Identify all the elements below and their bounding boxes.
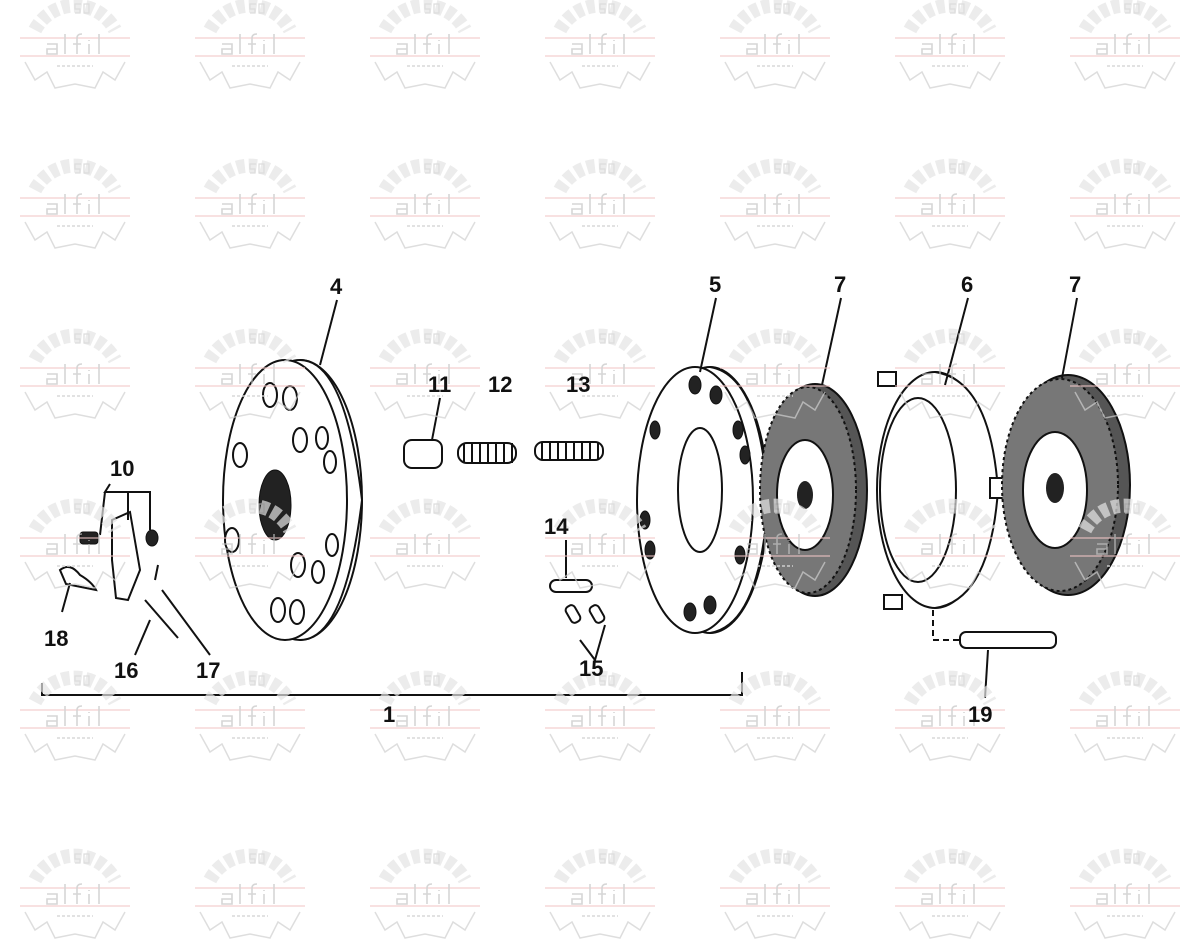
callout-18: 18 [44,626,68,651]
alfil-watermark-logo [370,328,480,419]
alfil-watermark-logo [20,0,130,89]
part-7-friction-disc-b [1001,374,1131,596]
callout-19: 19 [968,702,992,727]
alfil-watermark-logo [720,848,830,939]
alfil-watermark-logo [195,848,305,939]
alfil-watermark-logo [545,670,655,761]
part-6-intermediate-ring [876,371,1007,610]
callout-17: 17 [196,658,220,683]
callout-7b: 7 [1069,272,1081,297]
callout-10: 10 [110,456,134,481]
alfil-watermark-logo [720,0,830,89]
callout-4: 4 [330,274,343,299]
alfil-watermark-logo [20,158,130,249]
part-19-pin [932,610,1057,649]
alfil-watermark-logo [545,158,655,249]
alfil-watermark-logo [20,670,130,761]
alfil-watermark-logo [370,848,480,939]
alfil-watermark-logo [1070,670,1180,761]
alfil-watermark-logo [195,158,305,249]
alfil-watermark-logo [720,158,830,249]
callout-16: 16 [114,658,138,683]
callout-1: 1 [383,702,395,727]
alfil-watermark-logo [1070,0,1180,89]
alfil-watermark-logo [1070,848,1180,939]
callout-5: 5 [709,272,721,297]
alfil-watermark-logo [20,848,130,939]
alfil-watermark-logo [720,670,830,761]
part-11-cap [403,439,443,469]
callout-14: 14 [544,514,569,539]
part-14-15-pins [549,579,606,624]
alfil-watermark-logo [545,0,655,89]
alfil-watermark-logo [370,498,480,589]
callout-12: 12 [488,372,512,397]
callout-7a: 7 [834,272,846,297]
alfil-watermark-logo [545,328,655,419]
alfil-watermark-logo [1070,158,1180,249]
callout-6: 6 [961,272,973,297]
alfil-watermark-logo [895,158,1005,249]
part-13-spring [534,441,604,461]
alfil-watermark-logo [545,848,655,939]
alfil-watermark-logo [370,0,480,89]
parts-small-levers [58,510,179,639]
part-7-friction-disc-a [759,383,868,597]
callout-11: 11 [428,372,451,397]
part-5-center-plate [636,366,770,634]
alfil-watermark-logo [195,0,305,89]
alfil-watermark-logo [895,848,1005,939]
callout-15: 15 [579,656,603,681]
alfil-watermark-logo [195,670,305,761]
part-12-spring [457,442,517,464]
callout-labels: 4 5 7 6 7 11 12 13 10 14 18 16 17 15 1 1… [44,272,1081,727]
part-4-pressure-plate [222,359,364,641]
alfil-watermark-logo [895,0,1005,89]
alfil-watermark-logo [20,328,130,419]
alfil-watermark-logo [370,158,480,249]
callout-13: 13 [566,372,590,397]
